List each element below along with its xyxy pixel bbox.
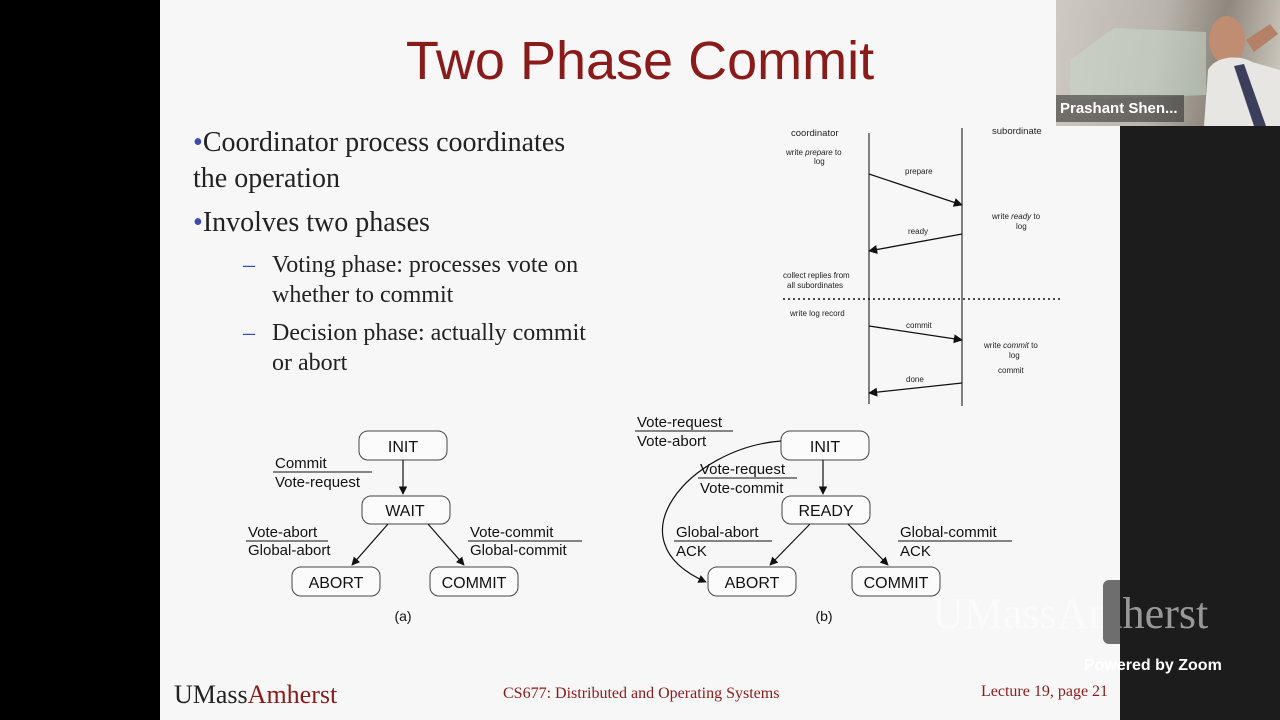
wait-commit-arrow-a <box>427 523 465 566</box>
log-label-3: log <box>1009 351 1020 360</box>
wait-label-a: WAIT <box>385 503 425 520</box>
t1-top-a: Commit <box>275 455 327 472</box>
powered-by-zoom: Powered by Zoom <box>1084 657 1222 674</box>
footer-logo-amherst: Amherst <box>247 680 338 709</box>
write-commit-label: write commit to <box>983 341 1038 350</box>
panel-collapse-handle[interactable] <box>1103 580 1120 644</box>
t1-bot-a: Vote-request <box>275 474 361 491</box>
timeline-diagram: coordinator subordinate write prepare to… <box>783 126 1062 406</box>
bullet-2: •Involves two phases <box>193 205 430 241</box>
done-arrow <box>868 382 963 397</box>
subordinate-label: subordinate <box>992 126 1042 137</box>
t1-bot-b: Vote-commit <box>700 480 784 497</box>
ready-abort-arrow-b <box>769 523 811 566</box>
commit-action-label: commit <box>998 366 1025 375</box>
sub-bullet-1-line1: Voting phase: processes vote on <box>272 252 579 278</box>
ready-label-b: READY <box>798 503 853 520</box>
t3-bot-a: Global-commit <box>470 542 568 559</box>
abort-state-b <box>707 566 797 597</box>
wait-state-a <box>361 495 451 525</box>
dash-marker: – <box>243 252 255 278</box>
init-state-b <box>780 430 870 461</box>
t2-bot-b: ACK <box>676 543 707 560</box>
bullet-2-line1: Involves two phases <box>202 207 430 238</box>
bullet-1-line1: Coordinator process coordinates <box>202 127 566 158</box>
sub-bullet-2-line2: or abort <box>272 350 348 376</box>
footer-course: CS677: Distributed and Operating Systems <box>503 685 780 702</box>
write-log-record-label: write log record <box>789 309 845 318</box>
done-label: done <box>906 375 924 384</box>
caption-b: (b) <box>815 608 832 624</box>
init-abort-curve-b <box>661 440 782 583</box>
bullet-dot: • <box>193 127 203 158</box>
t3-top-b: Global-commit <box>900 524 998 541</box>
ready-label: ready <box>908 227 928 236</box>
log-label-1: log <box>814 157 825 166</box>
caption-a: (a) <box>394 608 411 624</box>
bullet-dot: • <box>193 207 203 238</box>
t0-top-b: Vote-request <box>637 414 723 431</box>
collect-label-1: collect replies from <box>783 271 850 280</box>
prepare-arrow <box>868 173 963 207</box>
participant-video-feed <box>1070 16 1280 126</box>
ready-state-b <box>781 495 871 525</box>
ready-commit-arrow-b <box>847 523 889 566</box>
collect-label-2: all subordinates <box>787 281 843 290</box>
bullet-1: •Coordinator process coordinates the ope… <box>193 125 565 197</box>
t1-top-b: Vote-request <box>700 461 786 478</box>
log-label-2: log <box>1016 222 1027 231</box>
footer-page: Lecture 19, page 21 <box>981 683 1109 700</box>
ready-arrow <box>868 233 963 255</box>
sub-bullet-2: –Decision phase: actually commit or abor… <box>243 318 586 378</box>
t3-bot-b: ACK <box>900 543 931 560</box>
t2-bot-a: Global-abort <box>248 542 331 559</box>
t2-top-b: Global-abort <box>676 524 759 541</box>
init-label-a: INIT <box>388 439 418 456</box>
init-label-b: INIT <box>810 439 840 456</box>
commit-label-a: COMMIT <box>442 575 507 592</box>
footer-logo: UMassAmherst <box>174 680 337 710</box>
write-prepare-label: write prepare to <box>785 148 842 157</box>
wait-abort-arrow-a <box>351 523 389 566</box>
commit-state-b <box>851 566 941 597</box>
prepare-label: prepare <box>905 167 933 176</box>
abort-state-a <box>291 566 381 597</box>
slide-canvas <box>160 0 1120 720</box>
commit-label-b: COMMIT <box>864 575 929 592</box>
write-ready-label: write ready to <box>991 212 1041 221</box>
abort-label-a: ABORT <box>309 575 364 592</box>
commit-msg-label: commit <box>906 321 933 330</box>
umass-watermark: UMassAmherst <box>932 589 1209 638</box>
sub-bullet-1: –Voting phase: processes vote on whether… <box>243 250 578 310</box>
state-diagram-a: INIT WAIT ABORT COMMIT Commit Vote-reque… <box>246 430 582 624</box>
t0-bot-b: Vote-abort <box>637 433 707 450</box>
state-diagram-b: INIT READY ABORT COMMIT Vote-request Vot… <box>635 414 1012 624</box>
t3-top-a: Vote-commit <box>470 524 554 541</box>
dash-marker: – <box>243 320 255 346</box>
abort-label-b: ABORT <box>725 575 780 592</box>
sub-bullet-1-line2: whether to commit <box>272 282 454 308</box>
footer-logo-umass: UMass <box>174 680 248 709</box>
coordinator-label: coordinator <box>791 128 839 139</box>
slide-title: Two Phase Commit <box>405 31 875 91</box>
participant-name-label: Prashant Shen... <box>1056 95 1184 122</box>
bullet-1-line2: the operation <box>193 163 340 194</box>
commit-state-a <box>429 566 519 597</box>
sub-bullet-2-line1: Decision phase: actually commit <box>272 320 586 346</box>
commit-arrow <box>868 325 963 344</box>
t2-top-a: Vote-abort <box>248 524 318 541</box>
